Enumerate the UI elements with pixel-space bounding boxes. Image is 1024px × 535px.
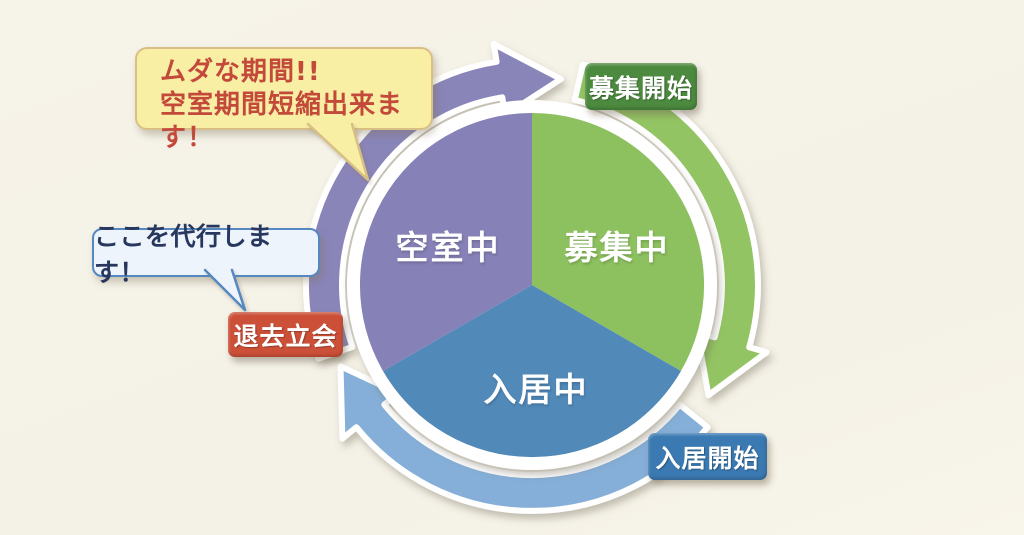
badge-movein-start: 入居開始 — [648, 433, 767, 480]
pie-slice-vacant — [359, 112, 532, 371]
callout-we-handle-this-tail-shape — [203, 268, 247, 312]
callout-we-handle-this: ここを代行します！ — [92, 222, 320, 287]
callout-wasted-period-line1: ムダな期間!! — [160, 57, 321, 87]
badge-recruit-start-label: 募集開始 — [588, 73, 693, 103]
pie-label-occupied: 入居中 — [484, 370, 589, 409]
pie-slice-recruiting — [532, 112, 705, 371]
callout-we-handle-this-tail — [203, 268, 247, 312]
callout-we-handle-this-label: ここを代行します！ — [94, 221, 273, 287]
pie-label-vacant: 空室中 — [396, 228, 501, 267]
pie-label-recruiting: 募集中 — [564, 228, 670, 267]
badge-moveout-inspection-label: 退去立会 — [233, 321, 338, 351]
callout-wasted-period-tail — [306, 122, 370, 182]
badge-movein-start-label: 入居開始 — [655, 443, 760, 473]
callout-wasted-period-line2: 空室期間短縮出来ます！ — [160, 90, 404, 153]
badge-recruit-start: 募集開始 — [585, 63, 697, 110]
callout-wasted-period: ムダな期間!! 空室期間短縮出来ます！ — [135, 47, 433, 153]
pie-slice-occupied — [383, 285, 681, 458]
callout-wasted-period-tail-shape — [306, 122, 370, 182]
arrow-arc-movein-to-moveout — [337, 363, 711, 514]
badge-moveout-inspection: 退去立会 — [228, 312, 343, 357]
